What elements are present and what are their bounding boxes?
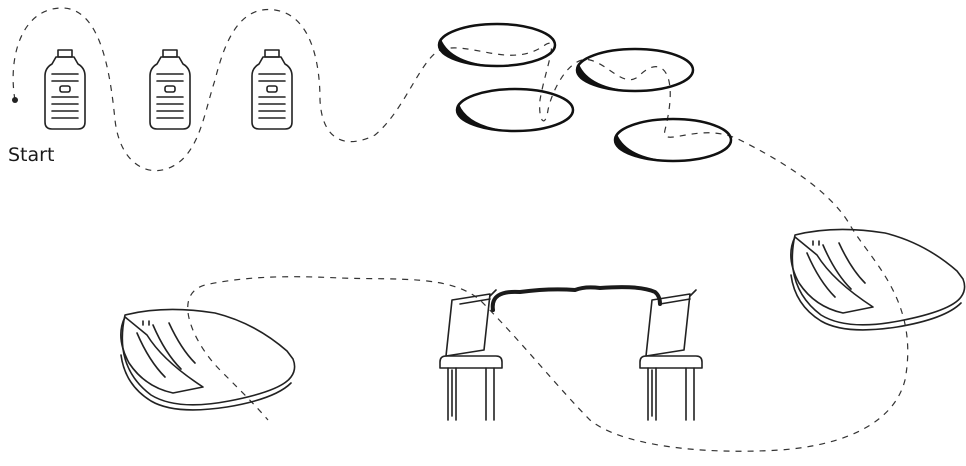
route-path xyxy=(12,7,909,452)
chair-icon xyxy=(639,289,703,421)
rope-icon xyxy=(490,285,662,312)
water-bottle-icon xyxy=(44,49,86,130)
ring-icon xyxy=(455,87,575,133)
water-bottle-icon xyxy=(149,49,191,130)
ring-icon xyxy=(613,117,733,163)
start-label: Start xyxy=(8,144,55,166)
ring-icon xyxy=(437,22,557,68)
start-dot xyxy=(12,97,18,103)
ring-icon xyxy=(575,47,695,93)
pillow-icon xyxy=(790,228,966,331)
water-bottle-icon xyxy=(251,49,293,130)
pillow-icon xyxy=(120,308,296,411)
